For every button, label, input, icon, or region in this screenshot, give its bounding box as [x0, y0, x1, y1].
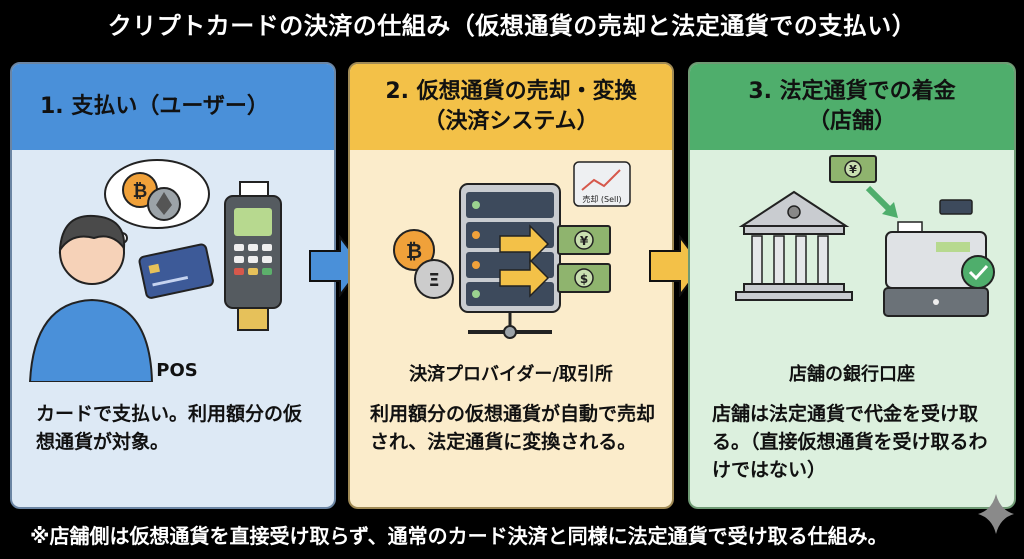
panel-2-heading-line1: 2. 仮想通貨の売却・変換: [385, 79, 637, 104]
sell-chart-bubble-icon: 売却 (Sell): [573, 161, 631, 207]
ethereum-coin-icon: Ξ: [414, 259, 454, 299]
panel-crypto-conversion: 2. 仮想通貨の売却・変換 （決済システム） ₿ Ξ: [348, 62, 674, 509]
page-title: クリプトカードの決済の仕組み（仮想通貨の売却と法定通貨での支払い）: [107, 12, 917, 40]
yen-banknote-icon: ¥: [829, 155, 877, 183]
bank-icon: [735, 190, 853, 301]
panel-2-heading-line2: （決済システム）: [423, 109, 599, 134]
svg-text:売却 (Sell): 売却 (Sell): [582, 194, 621, 204]
dollar-banknote-icon: $: [557, 263, 611, 293]
panel-3-heading-line2: （店舗）: [807, 109, 896, 134]
checkmark-badge-icon: [961, 255, 995, 289]
svg-text:¥: ¥: [580, 234, 589, 248]
credit-card-icon: [138, 243, 214, 299]
yen-banknote-icon: ¥: [557, 225, 611, 255]
panel-3-description: 店舗は法定通貨で代金を受け取る。（直接仮想通貨を受け取るわけではない）: [712, 403, 988, 481]
panel-payment-user: 1. 支払い（ユーザー） ₿: [10, 62, 336, 509]
svg-text:₿: ₿: [133, 181, 148, 202]
exchange-label: 決済プロバイダー/取引所: [409, 364, 613, 385]
panel-2-heading: 2. 仮想通貨の売却・変換 （決済システム）: [350, 64, 672, 150]
panel-fiat-settlement: 3. 法定通貨での着金 （店舗） ¥: [688, 62, 1016, 509]
svg-text:Ξ: Ξ: [428, 270, 439, 291]
pos-label: POS: [156, 360, 198, 381]
panel-2-description: 利用額分の仮想通貨が自動で売却され、法定通貨に変換される。: [370, 403, 656, 453]
down-arrow-icon: [865, 185, 898, 218]
ethereum-coin-icon: [147, 187, 181, 221]
bank-account-label: 店舗の銀行口座: [789, 364, 915, 385]
panel-3-heading: 3. 法定通貨での着金 （店舗）: [690, 64, 1014, 150]
sparkle-icon: [978, 494, 1014, 534]
merchant-illustration: ¥: [735, 155, 995, 317]
user-illustration: ₿: [28, 159, 282, 382]
svg-text:$: $: [580, 272, 588, 286]
panel-3-heading-line1: 3. 法定通貨での着金: [748, 79, 956, 104]
panel-1-description: カードで支払い。利用額分の仮想通貨が対象。: [36, 403, 303, 453]
conversion-arrow-icon: [499, 224, 550, 298]
svg-text:¥: ¥: [849, 163, 857, 176]
server-icon: [459, 183, 561, 339]
panel-1-heading: 1. 支払い（ユーザー）: [12, 64, 334, 150]
pos-terminal-icon: [224, 181, 282, 331]
footnote: ※店舗側は仮想通貨を直接受け取らず、通常のカード決済と同様に法定通貨で受け取る仕…: [30, 524, 888, 548]
bitcoin-coin-icon: ₿: [393, 229, 435, 271]
user-avatar-icon: [28, 214, 154, 382]
exchange-illustration: ₿ Ξ ¥ $ 売却 (Sell): [393, 161, 631, 339]
svg-text:₿: ₿: [406, 239, 422, 263]
